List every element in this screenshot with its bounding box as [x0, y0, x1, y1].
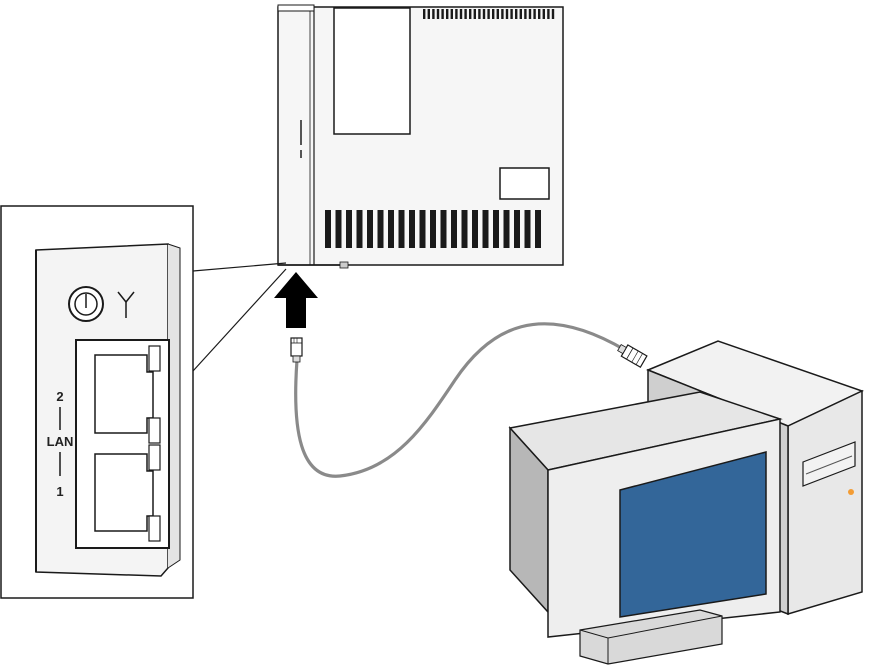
vent-slot: [478, 9, 480, 19]
vent-slot: [399, 210, 405, 248]
vent-slot: [472, 210, 478, 248]
vent-slot: [510, 9, 512, 19]
vent-slot: [346, 210, 352, 248]
vent-slot: [437, 9, 439, 19]
vent-slot: [529, 9, 531, 19]
vent-slot: [533, 9, 535, 19]
vent-slot: [388, 210, 394, 248]
vent-slot: [378, 210, 384, 248]
vent-slot: [432, 9, 434, 19]
power-button-icon: [69, 287, 103, 321]
vent-slot: [552, 9, 554, 19]
crt-monitor: [510, 392, 780, 664]
insert-arrow: [274, 272, 318, 328]
vent-slot: [515, 9, 517, 19]
vent-slot: [451, 210, 457, 248]
vent-slot: [451, 9, 453, 19]
router-top-vents: [423, 9, 554, 19]
vent-slot: [514, 210, 520, 248]
lan-port-1: [95, 445, 160, 541]
vent-slot: [325, 210, 331, 248]
lan-port-number-2: 2: [56, 389, 63, 404]
inset-panel: 2 LAN 1: [1, 206, 193, 598]
vent-slot: [483, 210, 489, 248]
vent-slot: [504, 210, 510, 248]
vent-slot: [367, 210, 373, 248]
lan-label: LAN: [47, 434, 74, 449]
vent-slot: [538, 9, 540, 19]
vent-slot: [497, 9, 499, 19]
vent-slot: [547, 9, 549, 19]
vent-slot: [535, 210, 541, 248]
vent-slot: [430, 210, 436, 248]
vent-slot: [441, 210, 447, 248]
rj45-plug-pc-end: [616, 342, 647, 367]
vent-slot: [483, 9, 485, 19]
router-bottom-vents: [325, 210, 541, 248]
vent-slot: [336, 210, 342, 248]
vent-slot: [460, 9, 462, 19]
lan-port-number-1: 1: [56, 484, 63, 499]
vent-slot: [409, 210, 415, 248]
vent-slot: [501, 9, 503, 19]
rj45-plug-router-end: [291, 338, 302, 362]
vent-slot: [492, 9, 494, 19]
vent-slot: [423, 9, 425, 19]
vent-slot: [506, 9, 508, 19]
vent-slot: [441, 9, 443, 19]
vent-slot: [524, 9, 526, 19]
vent-slot: [543, 9, 545, 19]
power-led: [848, 489, 854, 495]
lan-port-2: [95, 346, 160, 443]
callout-lines: [193, 263, 286, 371]
vent-slot: [474, 9, 476, 19]
vent-slot: [520, 9, 522, 19]
vent-slot: [420, 210, 426, 248]
vent-slot: [455, 9, 457, 19]
vent-slot: [525, 210, 531, 248]
vent-slot: [446, 9, 448, 19]
router-device: [278, 5, 563, 268]
vent-slot: [428, 9, 430, 19]
vent-slot: [357, 210, 363, 248]
vent-slot: [493, 210, 499, 248]
vent-slot: [462, 210, 468, 248]
vent-slot: [469, 9, 471, 19]
vent-slot: [464, 9, 466, 19]
vent-slot: [487, 9, 489, 19]
